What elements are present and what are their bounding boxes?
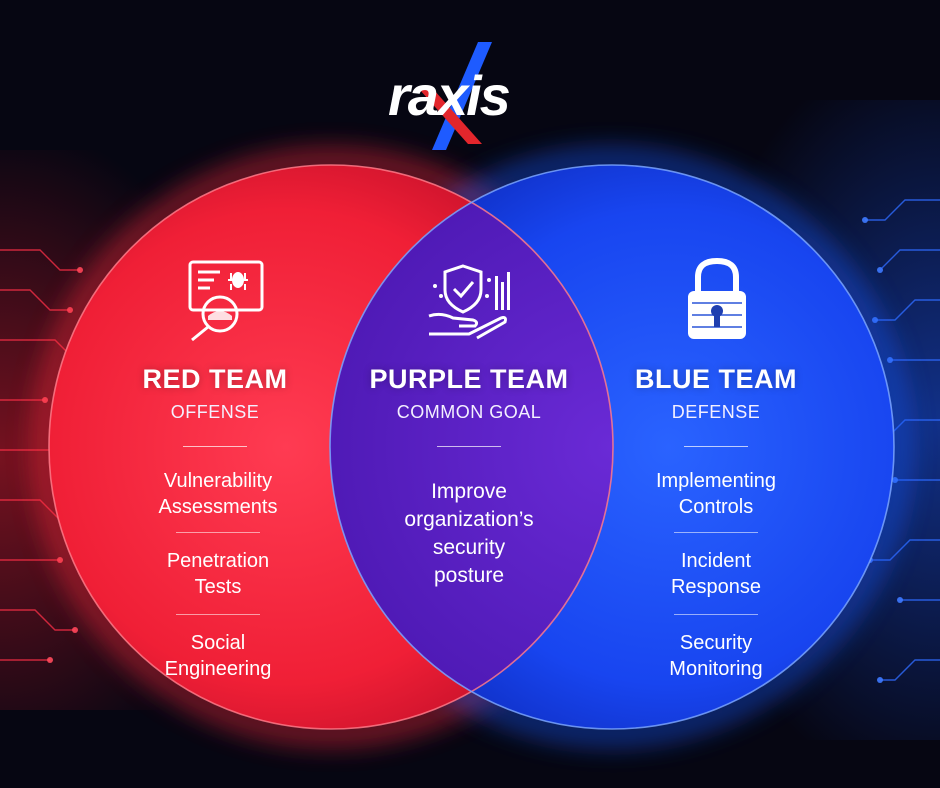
purple-team-divider: [437, 446, 501, 447]
logo-x-mark-icon: [420, 42, 492, 150]
red-team-item-separator: [176, 614, 260, 615]
purple-team-title: PURPLE TEAM: [369, 364, 569, 394]
red-team-item-separator: [176, 532, 260, 533]
purple-team-goal: Improve organization’s security posture: [404, 480, 534, 587]
red-team-title: RED TEAM: [142, 364, 288, 394]
blue-team-item: Security Monitoring: [669, 632, 763, 680]
red-team-subtitle: OFFENSE: [170, 402, 260, 422]
red-team-item: Social Engineering: [164, 632, 272, 680]
red-team-divider: [183, 446, 247, 447]
blue-team-title: BLUE TEAM: [635, 364, 797, 394]
bug-laptop-magnifier-icon: [188, 260, 264, 342]
red-team-item: Vulnerability Assessments: [158, 470, 278, 518]
blue-team-divider: [684, 446, 748, 447]
blue-team-subtitle: DEFENSE: [671, 402, 761, 422]
red-team-item: Penetration Tests: [166, 550, 270, 598]
shield-hand-icon: [428, 264, 510, 340]
logo-wordmark: raxis: [388, 64, 511, 127]
blue-team-item-separator: [674, 614, 758, 615]
raxis-logo: raxis: [380, 40, 560, 152]
blue-team-item-separator: [674, 532, 758, 533]
purple-team-subtitle: COMMON GOAL: [396, 402, 542, 422]
padlock-icon: [688, 257, 746, 339]
blue-team-item: Incident Response: [670, 550, 762, 598]
blue-team-item: Implementing Controls: [655, 470, 777, 518]
